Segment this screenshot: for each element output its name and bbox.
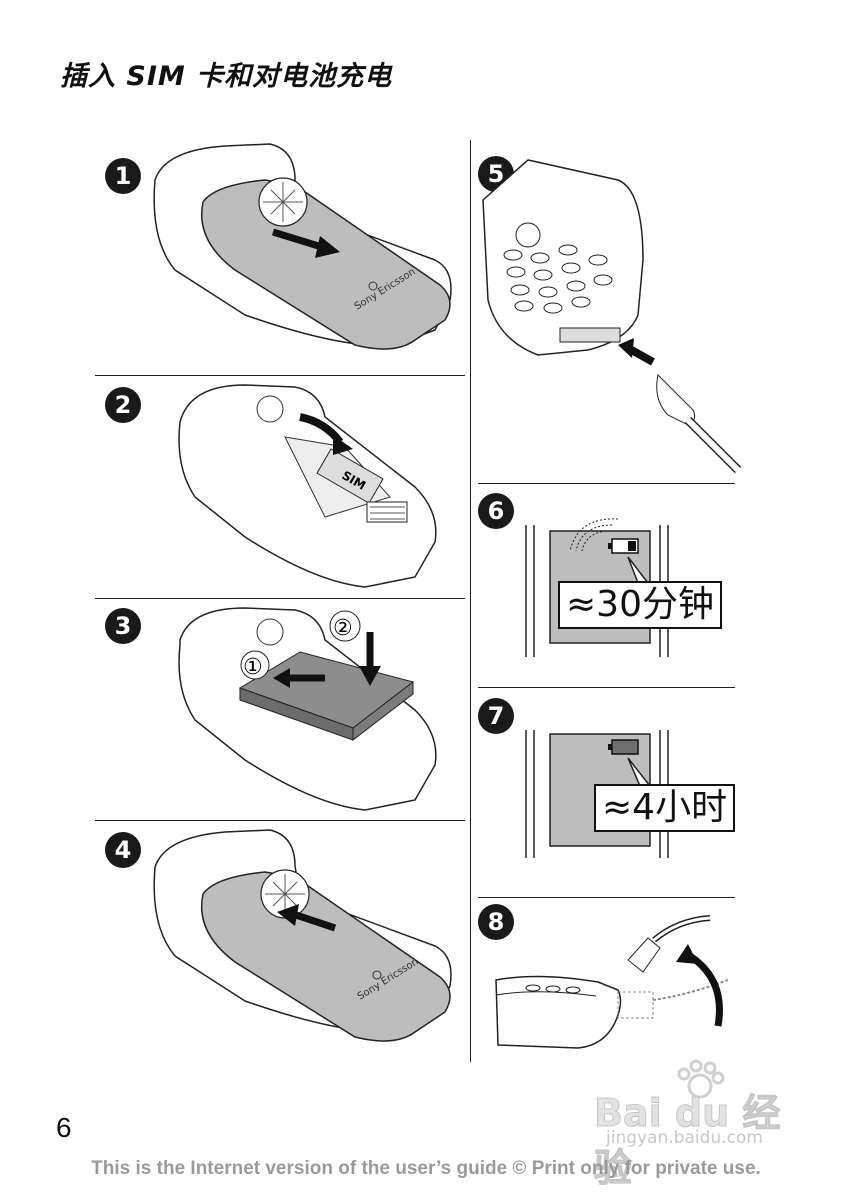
column-divider <box>470 140 471 1062</box>
full-charge-time-callout: ≈4小时 <box>594 784 736 832</box>
step-6-panel: 6 ≈30分钟 <box>478 485 738 685</box>
divider-2-3 <box>95 598 465 599</box>
divider-1-2 <box>95 375 465 376</box>
step-2-badge: 2 <box>105 387 141 423</box>
paw-logo-icon <box>677 1059 725 1099</box>
watermark-site: jingyan.baidu.com <box>606 1128 763 1148</box>
phone-disconnect-illustration <box>495 915 729 1049</box>
step-1-panel: 1 Sony Ericsson <box>95 140 470 375</box>
sub-step-2: ② <box>333 616 353 641</box>
step-8-badge: 8 <box>478 904 514 940</box>
watermark-brand: Bai du 经验 <box>594 1091 781 1191</box>
step-7-panel: 7 ≈4小时 <box>478 690 758 895</box>
baidu-watermark: Bai du 经验 jingyan.baidu.com <box>588 1059 808 1191</box>
step-3-panel: 3 ① ② <box>95 600 470 820</box>
page-number: 6 <box>56 1112 72 1143</box>
sub-step-1: ① <box>243 655 263 680</box>
step-4-panel: 4 Sony Ericsson <box>95 822 470 1062</box>
phone-back-illustration: Sony Ericsson <box>153 143 452 350</box>
step-5-panel: 5 <box>478 140 742 482</box>
divider-5-6 <box>478 483 735 484</box>
divider-7-8 <box>478 897 735 898</box>
divider-6-7 <box>478 687 735 688</box>
step-1-badge: 1 <box>105 158 141 194</box>
step-4-badge: 4 <box>105 832 141 868</box>
phone-sim-illustration: SIM <box>178 384 437 588</box>
footer-note: This is the Internet version of the user… <box>91 1158 761 1179</box>
charge-time-callout: ≈30分钟 <box>558 581 722 629</box>
step-7-badge: 7 <box>478 698 514 734</box>
step-2-panel: 2 SIM <box>95 377 470 597</box>
step-6-badge: 6 <box>478 493 514 529</box>
phone-cover-illustration: Sony Ericsson <box>153 829 452 1042</box>
phone-front-illustration <box>482 159 742 474</box>
phone-battery-illustration: ① ② <box>178 607 437 811</box>
step-3-badge: 3 <box>105 608 141 644</box>
step-8-panel: 8 <box>478 900 740 1062</box>
divider-3-4 <box>95 820 465 821</box>
page-title: 插入 SIM 卡和对电池充电 <box>60 61 393 92</box>
